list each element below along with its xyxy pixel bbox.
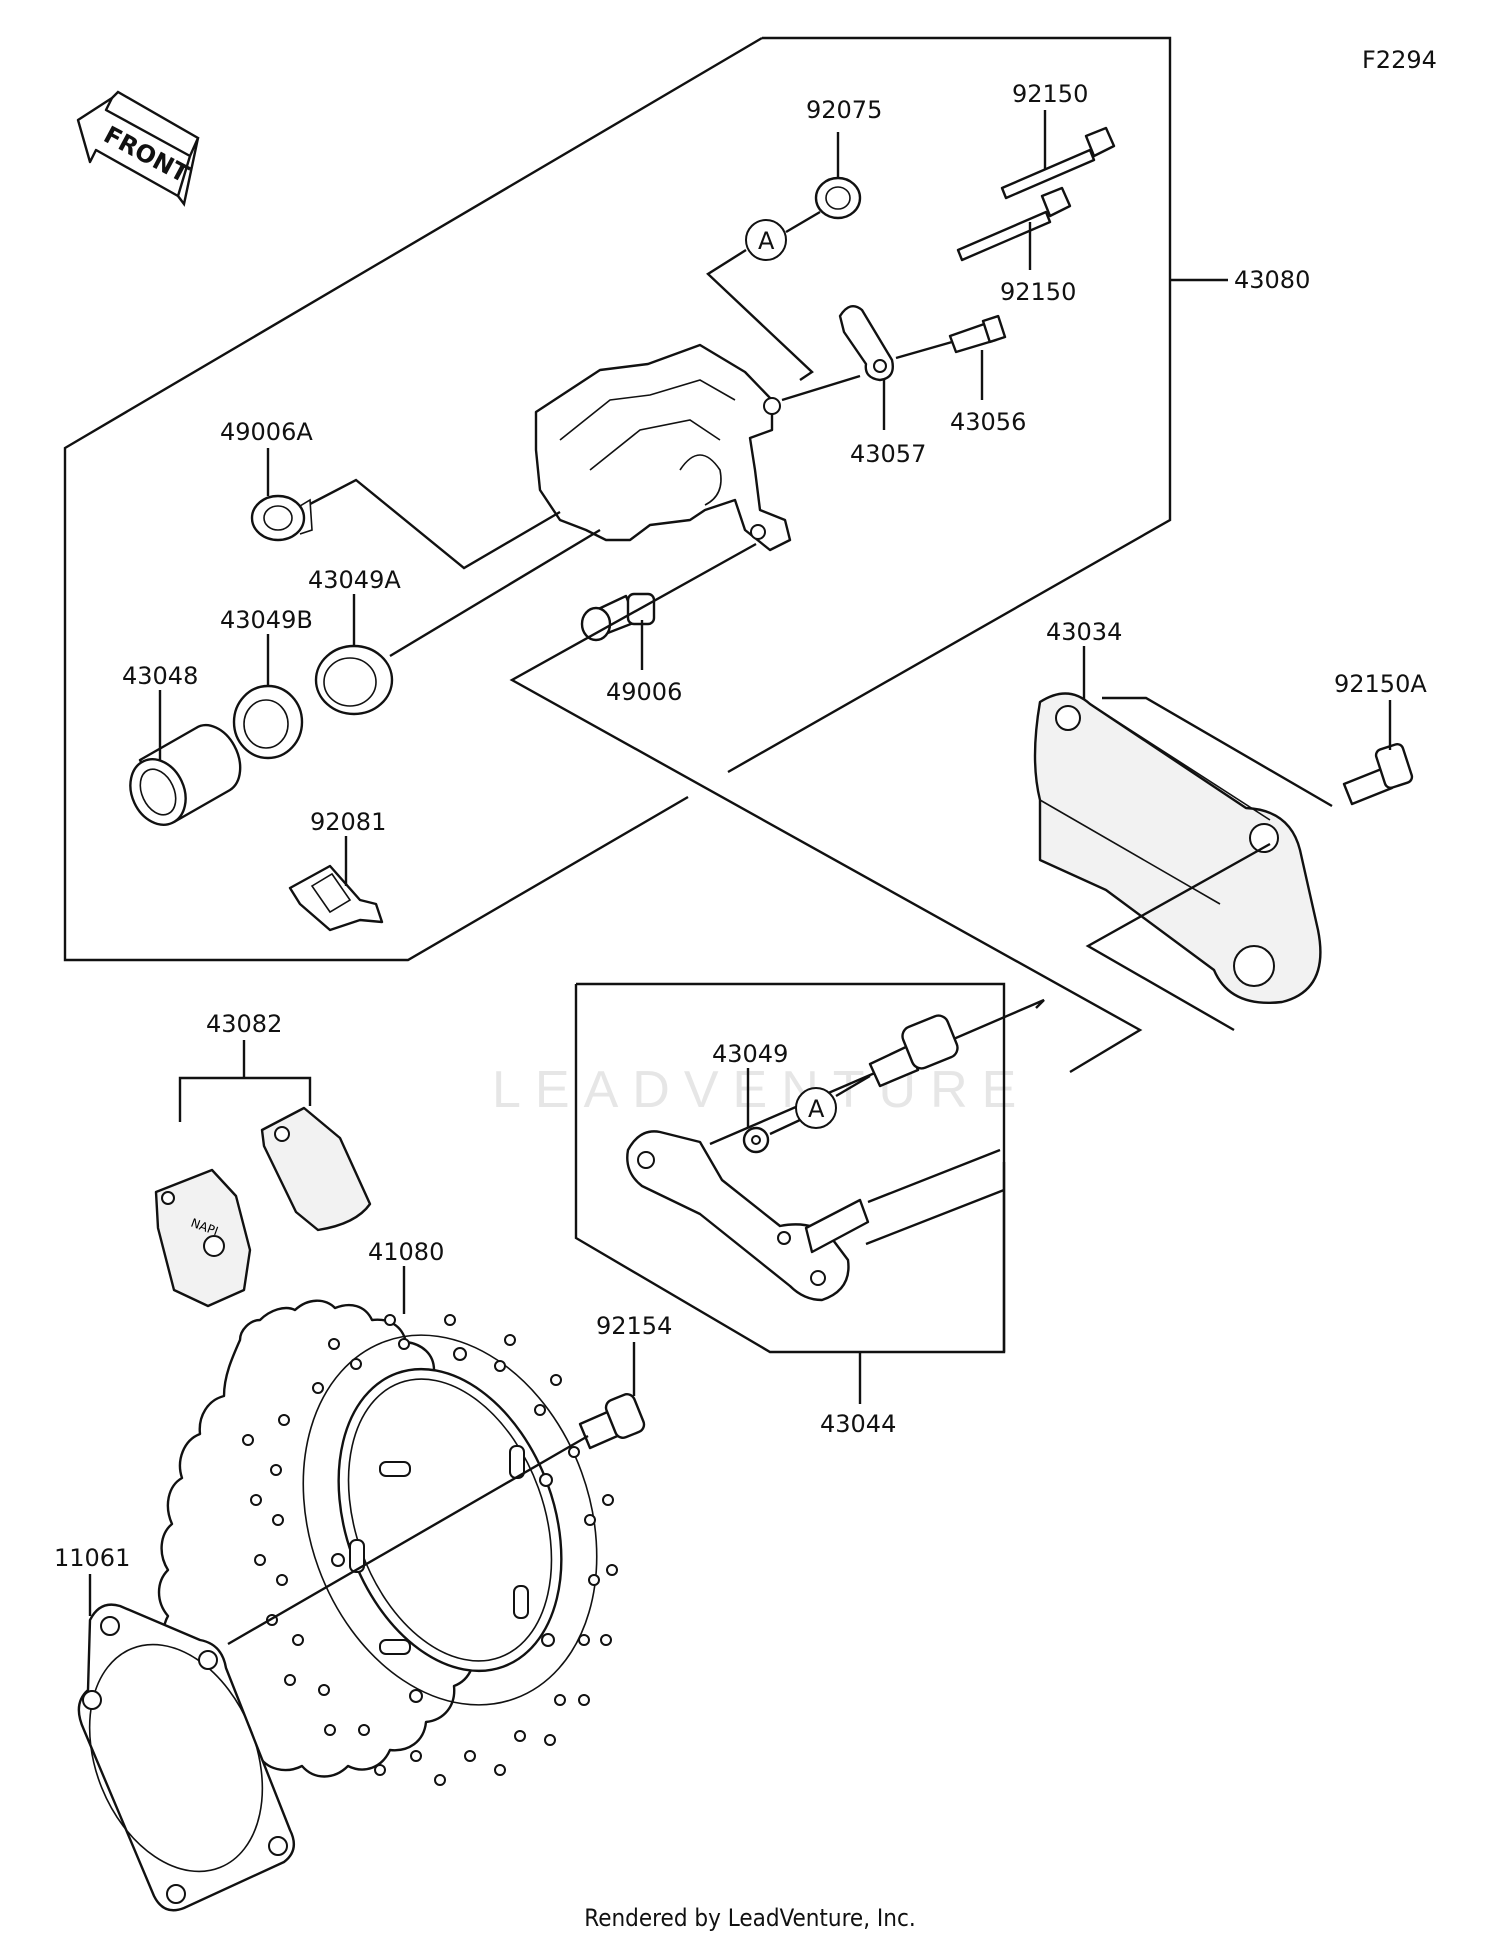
bracket-pin-seal (742, 1126, 770, 1154)
label-49006: 49006 (606, 678, 682, 706)
hub-gasket (77, 1603, 296, 1912)
front-arrow-icon: FRONT (76, 90, 200, 207)
watermark: LEADVENTURE (492, 1061, 1031, 1119)
guide-bushing-49006a (250, 494, 313, 542)
label-43044: 43044 (820, 1410, 896, 1438)
label-92150a: 92150A (1334, 670, 1427, 698)
label-43082: 43082 (206, 1010, 282, 1038)
caliper-support-bracket (626, 1130, 870, 1302)
bracket-bolt-92150a (1342, 743, 1414, 806)
slide-pin-bottom (956, 186, 1072, 262)
bracket-group-outline (574, 982, 1006, 1354)
label-92081: 92081 (310, 808, 386, 836)
label-43049b: 43049B (220, 606, 313, 634)
label-92150-bottom: 92150 (1000, 278, 1076, 306)
bleeder-valve (948, 314, 1007, 354)
label-43049a: 43049A (308, 566, 401, 594)
pad-spring-clip (288, 864, 384, 932)
svg-text:A: A (808, 1095, 825, 1123)
diagram-code: F2294 (1362, 46, 1437, 74)
brake-pad-inner (260, 1106, 372, 1232)
slide-pin-top (1000, 126, 1116, 200)
label-41080: 41080 (368, 1238, 444, 1266)
label-43056: 43056 (950, 408, 1026, 436)
label-43057: 43057 (850, 440, 926, 468)
label-92075: 92075 (806, 96, 882, 124)
caliper-mounting-bracket (1033, 692, 1322, 1004)
ref-marker-a-top (745, 219, 787, 261)
svg-text:A: A (758, 227, 775, 255)
bleeder-cap (814, 176, 862, 220)
brake-pad-outer: NAPI (154, 1168, 252, 1308)
disc-mounting-bolt (578, 1393, 646, 1450)
brake-disc (157, 1299, 618, 1786)
label-43080: 43080 (1234, 266, 1310, 294)
ref-marker-a-bottom (795, 1087, 837, 1129)
label-11061: 11061 (54, 1544, 130, 1572)
label-92150-top: 92150 (1012, 80, 1088, 108)
render-credit: Rendered by LeadVenture, Inc. (584, 1904, 916, 1932)
bracket-slide-pin (868, 1014, 959, 1088)
bleeder-bracket (838, 304, 894, 382)
label-92154: 92154 (596, 1312, 672, 1340)
label-43034: 43034 (1046, 618, 1122, 646)
caliper-body (534, 343, 792, 552)
piston-seal-43049a (314, 644, 394, 716)
label-43049: 43049 (712, 1040, 788, 1068)
label-43048: 43048 (122, 662, 198, 690)
dust-seal-43049b (232, 684, 304, 760)
caliper-piston (129, 723, 242, 826)
label-49006a: 49006A (220, 418, 313, 446)
